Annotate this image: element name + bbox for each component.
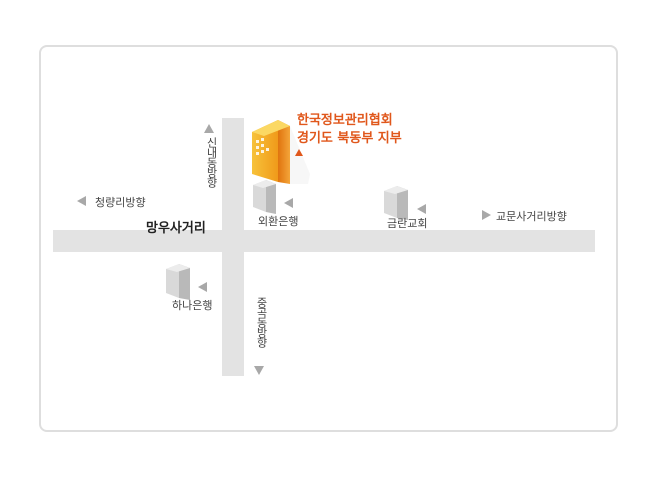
bank-building-icon (166, 264, 190, 300)
arrow-right-icon (482, 210, 491, 220)
arrow-left-icon (77, 196, 86, 206)
direction-south: 중곡동방향 (255, 297, 268, 347)
arrow-left-icon (417, 204, 426, 214)
main-intersection-label: 망우사거리 (146, 221, 206, 236)
direction-east: 교문사거리방향 (496, 210, 567, 223)
road-vertical (222, 118, 244, 376)
landmark-kexim: 외환은행 (258, 215, 299, 228)
landmark-church: 금란교회 (387, 217, 428, 230)
road-horizontal (53, 230, 595, 252)
hq-name-line1: 한국정보관리협회 (297, 113, 393, 128)
hq-name-line2: 경기도 북동부 지부 (297, 131, 402, 146)
direction-north: 신내동방향 (205, 137, 218, 187)
arrow-left-icon (284, 198, 293, 208)
arrow-up-icon (204, 124, 214, 133)
bank-building-icon (253, 180, 276, 214)
hq-pointer-icon (295, 149, 303, 156)
church-building-icon (384, 186, 408, 220)
landmark-hana: 하나은행 (172, 299, 213, 312)
arrow-down-icon (254, 366, 264, 375)
direction-west: 청량리방향 (95, 196, 146, 209)
arrow-left-icon (198, 282, 207, 292)
